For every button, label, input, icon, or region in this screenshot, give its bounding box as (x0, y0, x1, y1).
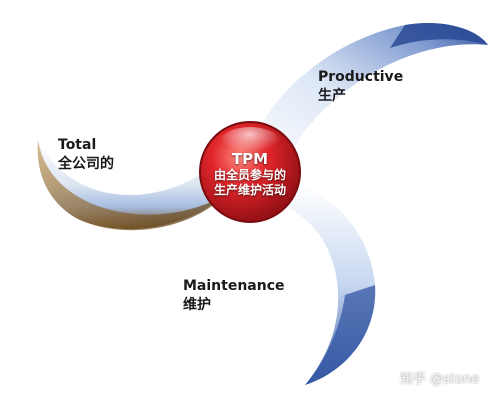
total-en: Total (58, 137, 97, 153)
maintenance-zh: 维护 (183, 297, 211, 313)
maintenance-en: Maintenance (183, 278, 285, 294)
maintenance-label: Maintenance 维护 (183, 277, 285, 315)
productive-label: Productive 生产 (318, 68, 403, 106)
maintenance-blade (270, 185, 376, 385)
center-subtitle-line2: 生产维护活动 (213, 183, 286, 197)
total-zh: 全公司的 (58, 156, 114, 172)
center-label: TPM 由全员参与的 生产维护活动 (205, 150, 295, 198)
watermark: 知乎 @stone (400, 372, 480, 387)
productive-en: Productive (318, 69, 404, 85)
center-subtitle-line1: 由全员参与的 (213, 168, 286, 182)
center-title: TPM (231, 150, 269, 168)
productive-zh: 生产 (318, 88, 346, 104)
total-label: Total 全公司的 (58, 136, 114, 174)
